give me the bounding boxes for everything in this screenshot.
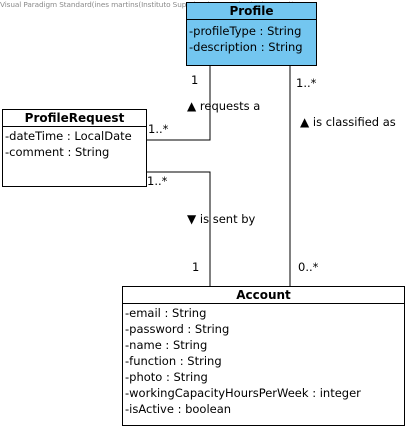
attribute: -password : String — [125, 322, 230, 336]
class-profile[interactable]: Profile -profileType : String -descripti… — [186, 2, 317, 66]
association-is-classified-as-label: ▲ is classified as — [300, 115, 396, 129]
association-requests-a-text: requests a — [199, 99, 261, 113]
association-is-sent-by-text: is sent by — [199, 212, 256, 226]
association-is-classified-as-text: is classified as — [312, 115, 396, 129]
attribute: -email : String — [125, 306, 207, 320]
attribute: -photo : String — [125, 370, 208, 384]
attribute: -comment : String — [5, 145, 110, 159]
triangle-up-icon: ▲ — [187, 99, 197, 113]
multiplicity-request-sent-end: 1..* — [147, 174, 168, 188]
attribute: -dateTime : LocalDate — [5, 129, 132, 143]
class-profile-request-name: ProfileRequest — [3, 110, 146, 127]
association-is-sent-by-label: ▼ is sent by — [187, 212, 255, 226]
attribute: -workingCapacityHoursPerWeek : integer — [125, 386, 361, 400]
attribute: -profileType : String — [189, 24, 302, 38]
attribute: -name : String — [125, 338, 208, 352]
association-is-sent-by-line — [147, 171, 211, 286]
watermark-text: Visual Paradigm Standard(ines martins(In… — [0, 0, 294, 9]
association-requests-a-line — [147, 66, 211, 141]
attribute: -isActive : boolean — [125, 402, 232, 416]
multiplicity-account-classified-end: 0..* — [298, 260, 319, 274]
class-account[interactable]: Account -email : String -password : Stri… — [122, 286, 405, 426]
association-requests-a-label: ▲ requests a — [187, 99, 260, 113]
class-profile-request-attributes: -dateTime : LocalDate -comment : String — [3, 127, 146, 160]
triangle-up-icon: ▲ — [300, 115, 310, 129]
attribute: -function : String — [125, 354, 222, 368]
class-account-attributes: -email : String -password : String -name… — [123, 304, 404, 417]
class-profile-name: Profile — [187, 3, 316, 20]
multiplicity-request-requests-end: 1..* — [148, 122, 169, 136]
triangle-down-icon: ▼ — [187, 212, 197, 226]
attribute: -description : String — [189, 40, 303, 54]
class-profile-request[interactable]: ProfileRequest -dateTime : LocalDate -co… — [2, 109, 147, 187]
class-profile-attributes: -profileType : String -description : Str… — [187, 20, 316, 55]
multiplicity-account-sent-end: 1 — [192, 260, 200, 274]
class-account-name: Account — [123, 287, 404, 304]
multiplicity-profile-requests-end: 1 — [191, 73, 199, 87]
multiplicity-profile-classified-end: 1..* — [296, 76, 317, 90]
